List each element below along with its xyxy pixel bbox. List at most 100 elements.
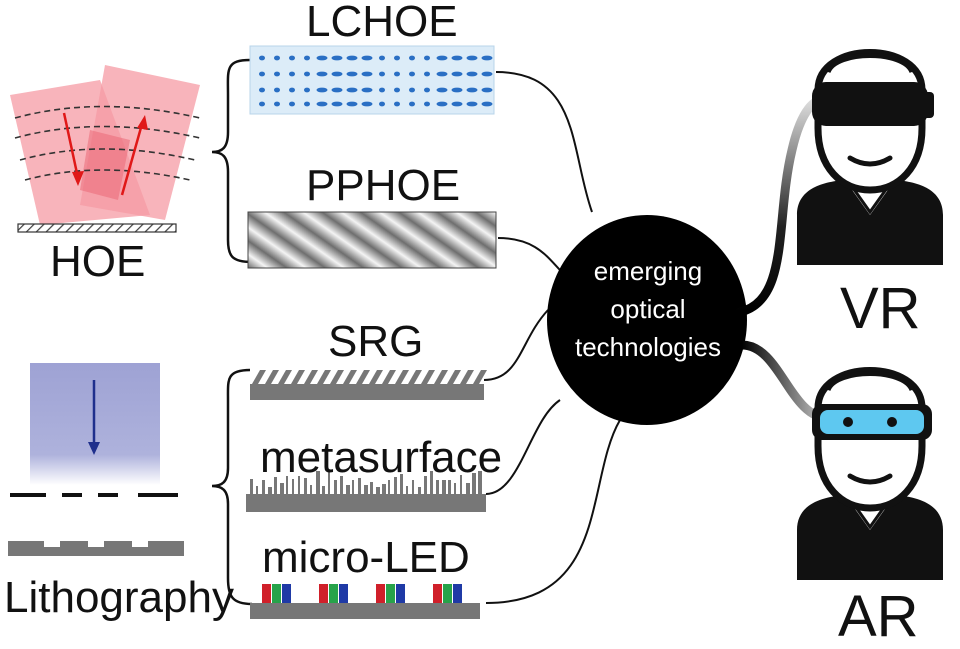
srg-tooth	[434, 370, 448, 384]
meta-pillar	[406, 486, 408, 494]
srg-tooth	[460, 370, 474, 384]
meta-pillar	[280, 483, 284, 494]
hoe-illustration	[10, 65, 201, 233]
lc-molecule	[361, 87, 373, 93]
meta-pillar	[268, 487, 272, 494]
center-node-text: emerging optical technologies	[548, 252, 748, 366]
srg-tooth	[291, 370, 305, 384]
meta-pillar	[286, 476, 288, 494]
label-lithography: Lithography	[4, 573, 234, 622]
led-subpixel	[339, 584, 348, 603]
lc-molecule	[304, 101, 310, 107]
label-lchoe: LCHOE	[306, 0, 458, 46]
meta-pillar	[340, 476, 343, 494]
srg-tooth	[252, 370, 266, 384]
lc-molecule	[361, 101, 373, 107]
hoe-diffracted-arrow	[120, 115, 148, 196]
srg-tooth	[356, 370, 370, 384]
lchoe-illustration	[249, 45, 495, 115]
meta-pillar	[250, 479, 253, 494]
lc-molecule	[394, 101, 400, 107]
label-vr: VR	[840, 276, 921, 341]
meta-pillar	[388, 480, 390, 494]
lc-molecule	[466, 87, 478, 93]
lc-molecule	[394, 87, 400, 93]
lc-molecule	[331, 71, 343, 77]
srg-tooth	[395, 370, 409, 384]
center-line-1: emerging	[593, 256, 703, 286]
lc-molecule	[436, 87, 448, 93]
hoe-incident-arrow	[62, 112, 84, 186]
led-subpixel	[443, 584, 452, 603]
lc-molecule	[466, 71, 478, 77]
lc-molecule	[304, 71, 310, 77]
metasurface-illustration	[246, 471, 486, 512]
micro-led-illustration	[250, 584, 480, 619]
lc-molecule	[289, 55, 295, 61]
srg-illustration	[250, 370, 487, 400]
lc-molecule	[409, 101, 415, 107]
center-line-3: technologies	[575, 332, 721, 362]
meta-pillar	[328, 471, 330, 494]
meta-pillar	[292, 479, 294, 494]
led-subpixel	[433, 584, 442, 603]
meta-pillar	[424, 476, 427, 494]
lc-molecule	[346, 55, 358, 61]
lc-molecule	[274, 87, 280, 93]
meta-pillar	[382, 484, 386, 494]
meta-pillar	[412, 480, 414, 494]
meta-pillar	[304, 478, 307, 494]
led-subpixel	[282, 584, 291, 603]
lc-molecule	[409, 71, 415, 77]
meta-pillar	[394, 477, 397, 494]
meta-pillar	[316, 471, 320, 494]
lc-molecule	[379, 71, 385, 77]
meta-pillar	[418, 487, 421, 494]
lc-molecule	[379, 101, 385, 107]
center-line-2: optical	[610, 294, 686, 324]
srg-tooth	[317, 370, 331, 384]
lc-molecule	[451, 55, 463, 61]
lc-molecule	[394, 55, 400, 61]
lc-molecule	[331, 87, 343, 93]
meta-pillar	[322, 486, 325, 494]
led-subpixel	[262, 584, 271, 603]
lc-molecule	[259, 101, 265, 107]
lc-molecule	[481, 101, 493, 107]
srg-tooth	[278, 370, 292, 384]
meta-pillar	[298, 476, 300, 494]
meta-pillar	[352, 480, 354, 494]
lc-molecule	[394, 71, 400, 77]
vr-headset-user-icon	[797, 49, 943, 265]
lc-molecule	[259, 71, 265, 77]
meta-pillar	[430, 471, 433, 494]
lc-molecule	[304, 55, 310, 61]
lc-molecule	[424, 87, 430, 93]
srg-tooth	[408, 370, 422, 384]
lithography-substrate	[8, 541, 184, 556]
lc-molecule	[304, 87, 310, 93]
lc-molecule	[451, 101, 463, 107]
srg-tooth	[447, 370, 461, 384]
lc-molecule	[361, 55, 373, 61]
lc-molecule	[316, 87, 328, 93]
lc-molecule	[424, 71, 430, 77]
led-subpixel	[319, 584, 328, 603]
led-subpixel	[396, 584, 405, 603]
lc-molecule	[316, 71, 328, 77]
meta-pillar	[376, 487, 380, 494]
meta-pillar	[358, 478, 361, 494]
ar-glasses-user-icon	[797, 367, 943, 580]
label-ar: AR	[838, 584, 919, 649]
lower-brace	[211, 368, 253, 606]
lc-molecule	[331, 55, 343, 61]
meta-pillar	[256, 486, 258, 494]
meta-pillar	[364, 485, 368, 494]
lc-molecule	[346, 87, 358, 93]
lc-molecule	[424, 55, 430, 61]
label-micro-led: micro-LED	[262, 533, 470, 582]
vr-cable	[735, 95, 827, 317]
label-srg: SRG	[328, 317, 424, 366]
pphoe-grating	[247, 211, 497, 269]
meta-pillar	[472, 473, 476, 494]
